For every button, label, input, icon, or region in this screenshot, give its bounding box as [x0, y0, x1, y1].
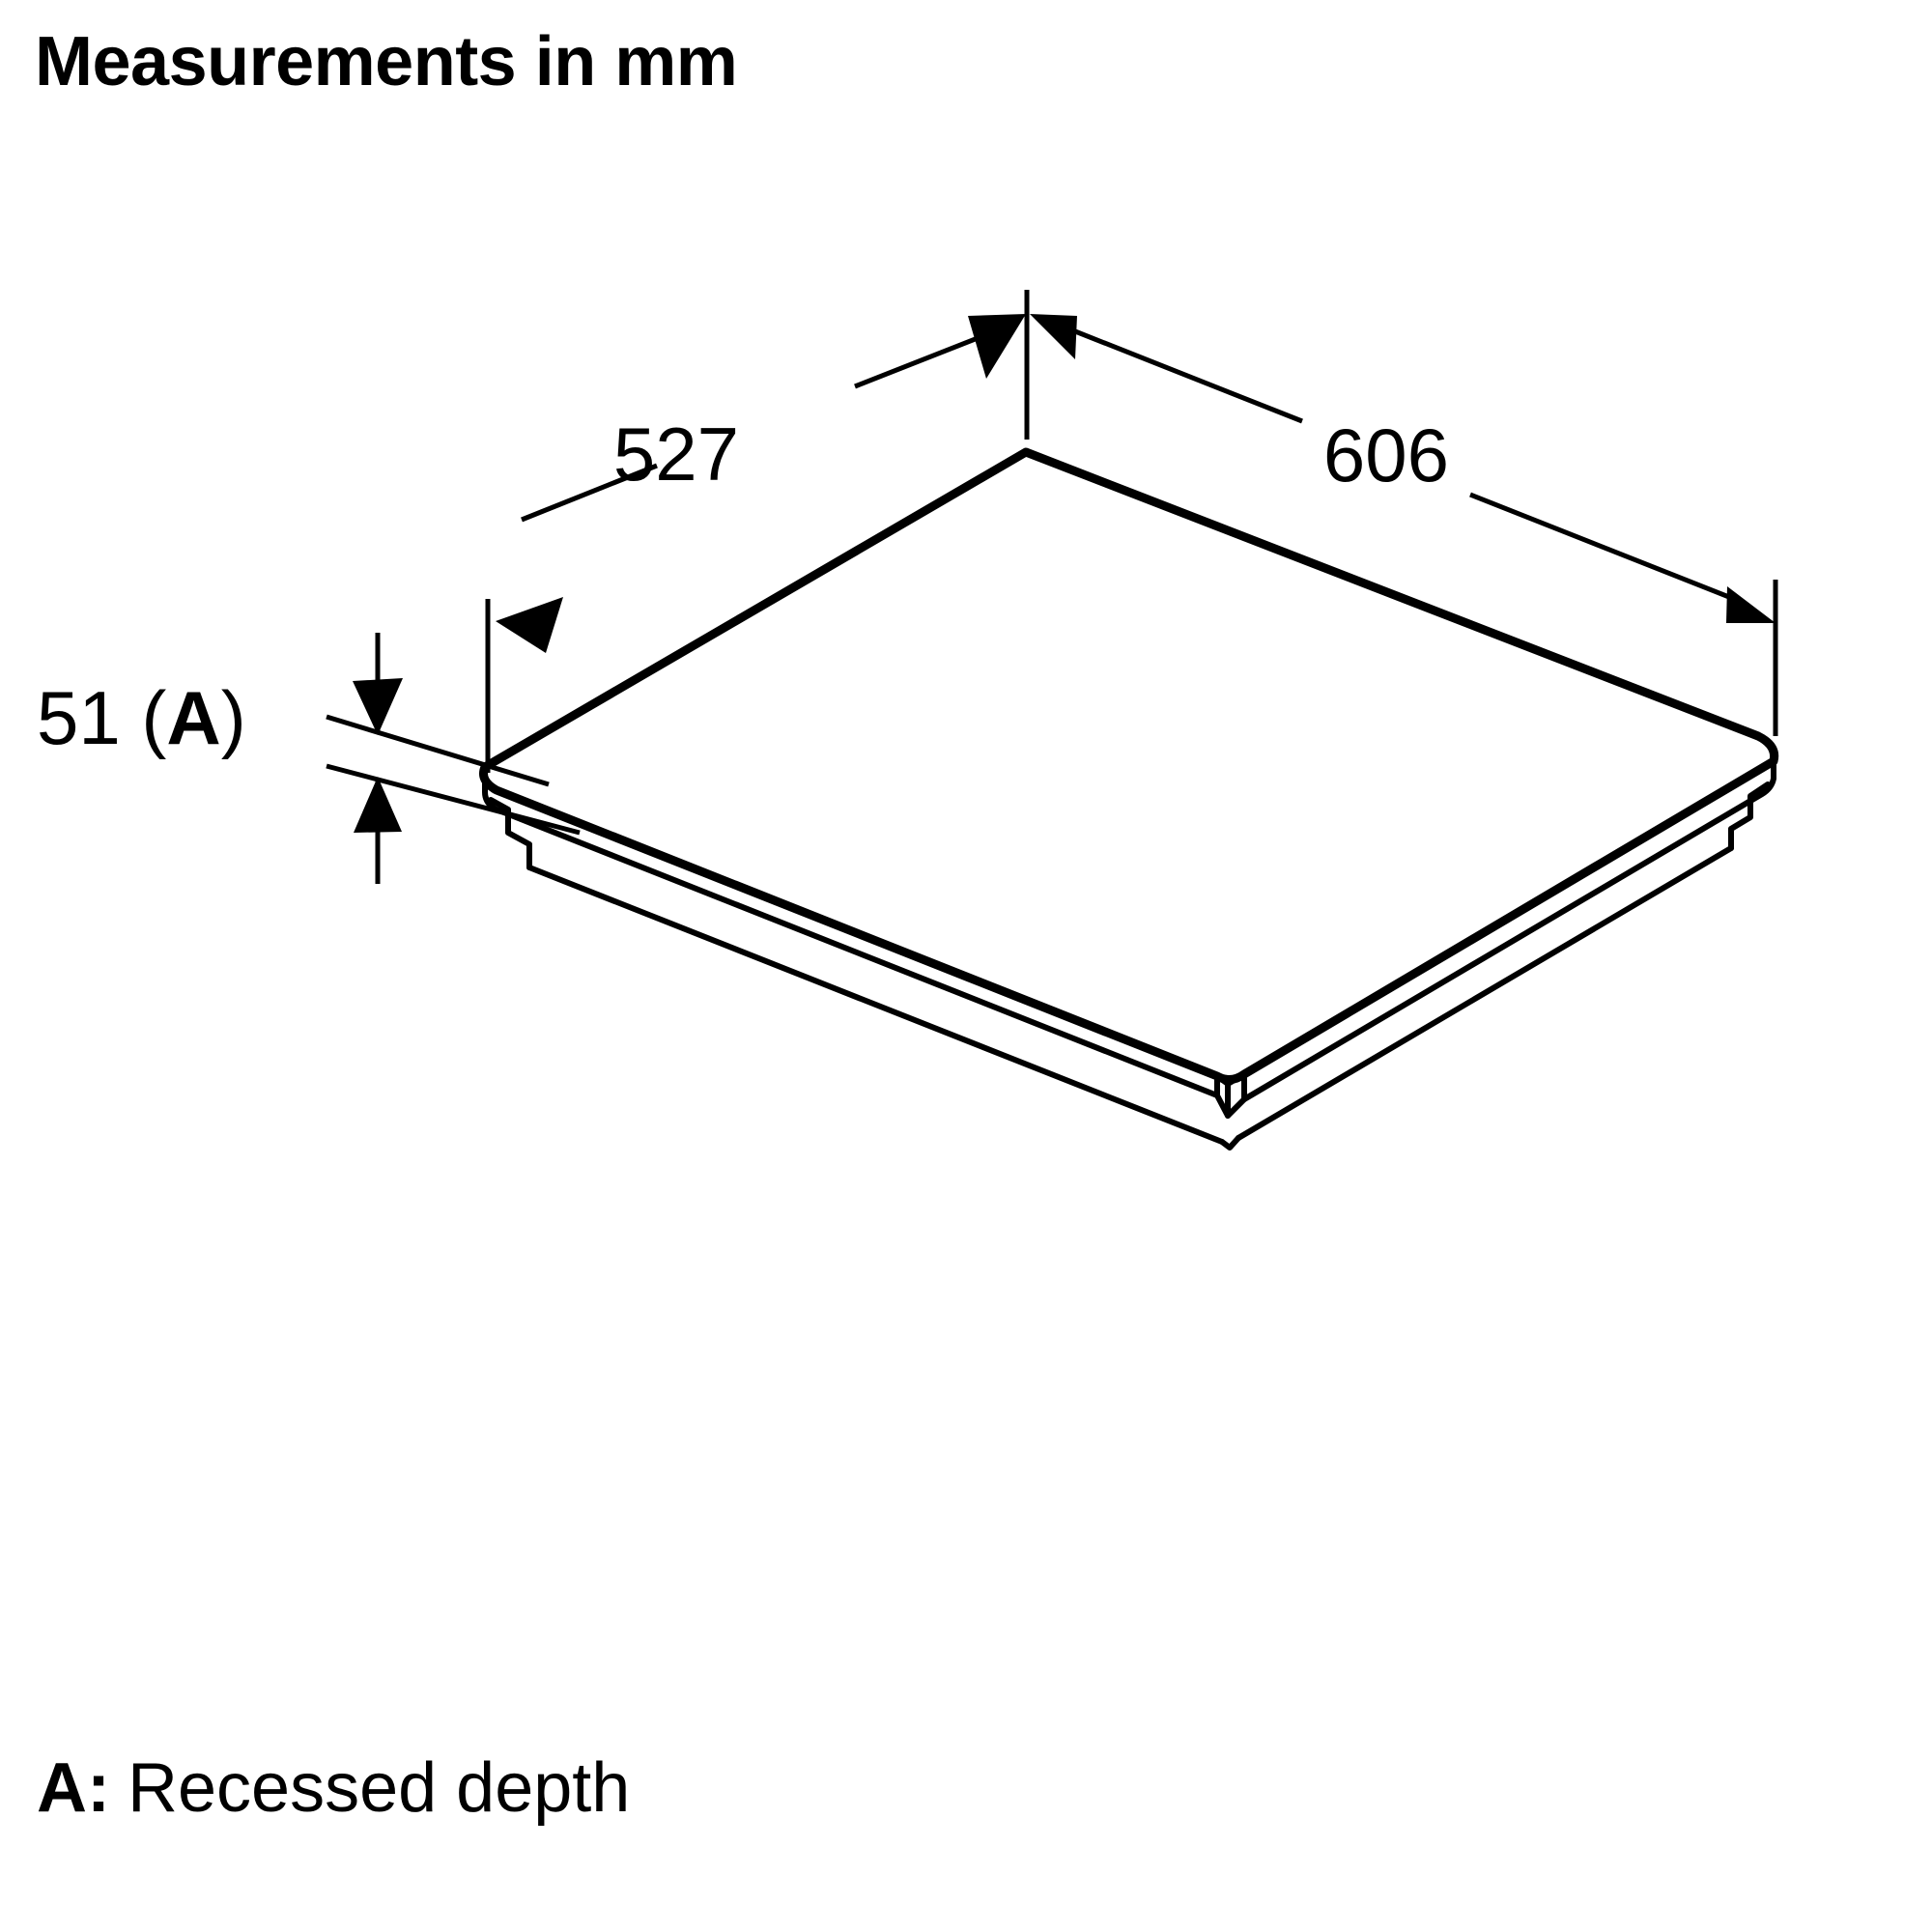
legend: A:Recessed depth — [37, 1749, 630, 1827]
dimension-width-606: 606 — [1030, 314, 1778, 736]
cooktop-glass-top-surface — [479, 447, 1779, 1084]
dim-line-width-left — [1074, 328, 1303, 424]
recess-body-left-edge — [526, 865, 1225, 1145]
arrow-up-icon — [354, 777, 402, 833]
legend-key: A: — [37, 1749, 110, 1827]
arrow-up-right-icon — [968, 314, 1026, 379]
dimension-label-606: 606 — [1323, 412, 1449, 497]
dim-line-width-right — [1469, 492, 1735, 602]
recess-front-corner — [1219, 1135, 1241, 1151]
arrow-down-left-icon — [496, 597, 563, 653]
legend-description: Recessed depth — [128, 1749, 630, 1827]
dimension-recessed-depth-51: 51 (A) — [37, 633, 581, 884]
dimension-51-value: 51 — [37, 675, 121, 760]
recess-body-right-edge — [1236, 845, 1734, 1141]
ext-line-height-top — [326, 714, 550, 787]
page-title: Measurements in mm — [35, 23, 737, 100]
arrow-down-icon — [353, 678, 403, 735]
appliance-illustration — [479, 447, 1779, 1151]
recess-step-right — [1728, 781, 1771, 851]
dimension-label-527: 527 — [613, 412, 739, 497]
glass-right-side-face — [1241, 758, 1776, 1102]
arrow-down-right-icon — [1726, 586, 1776, 623]
arrow-up-left-icon — [1030, 314, 1077, 359]
dimension-51-close-paren: ) — [221, 675, 246, 760]
dimension-depth-527: 527 — [485, 290, 1030, 773]
dimension-51-open-paren: ( — [121, 675, 167, 760]
dimension-51-marker: A — [166, 675, 220, 760]
ext-line-height-bottom — [326, 763, 581, 836]
recess-step-left — [488, 797, 532, 870]
dim-line-depth-lower — [521, 463, 658, 523]
legend-line: A:Recessed depth — [37, 1749, 630, 1827]
dimension-label-51A: 51 (A) — [37, 675, 246, 760]
